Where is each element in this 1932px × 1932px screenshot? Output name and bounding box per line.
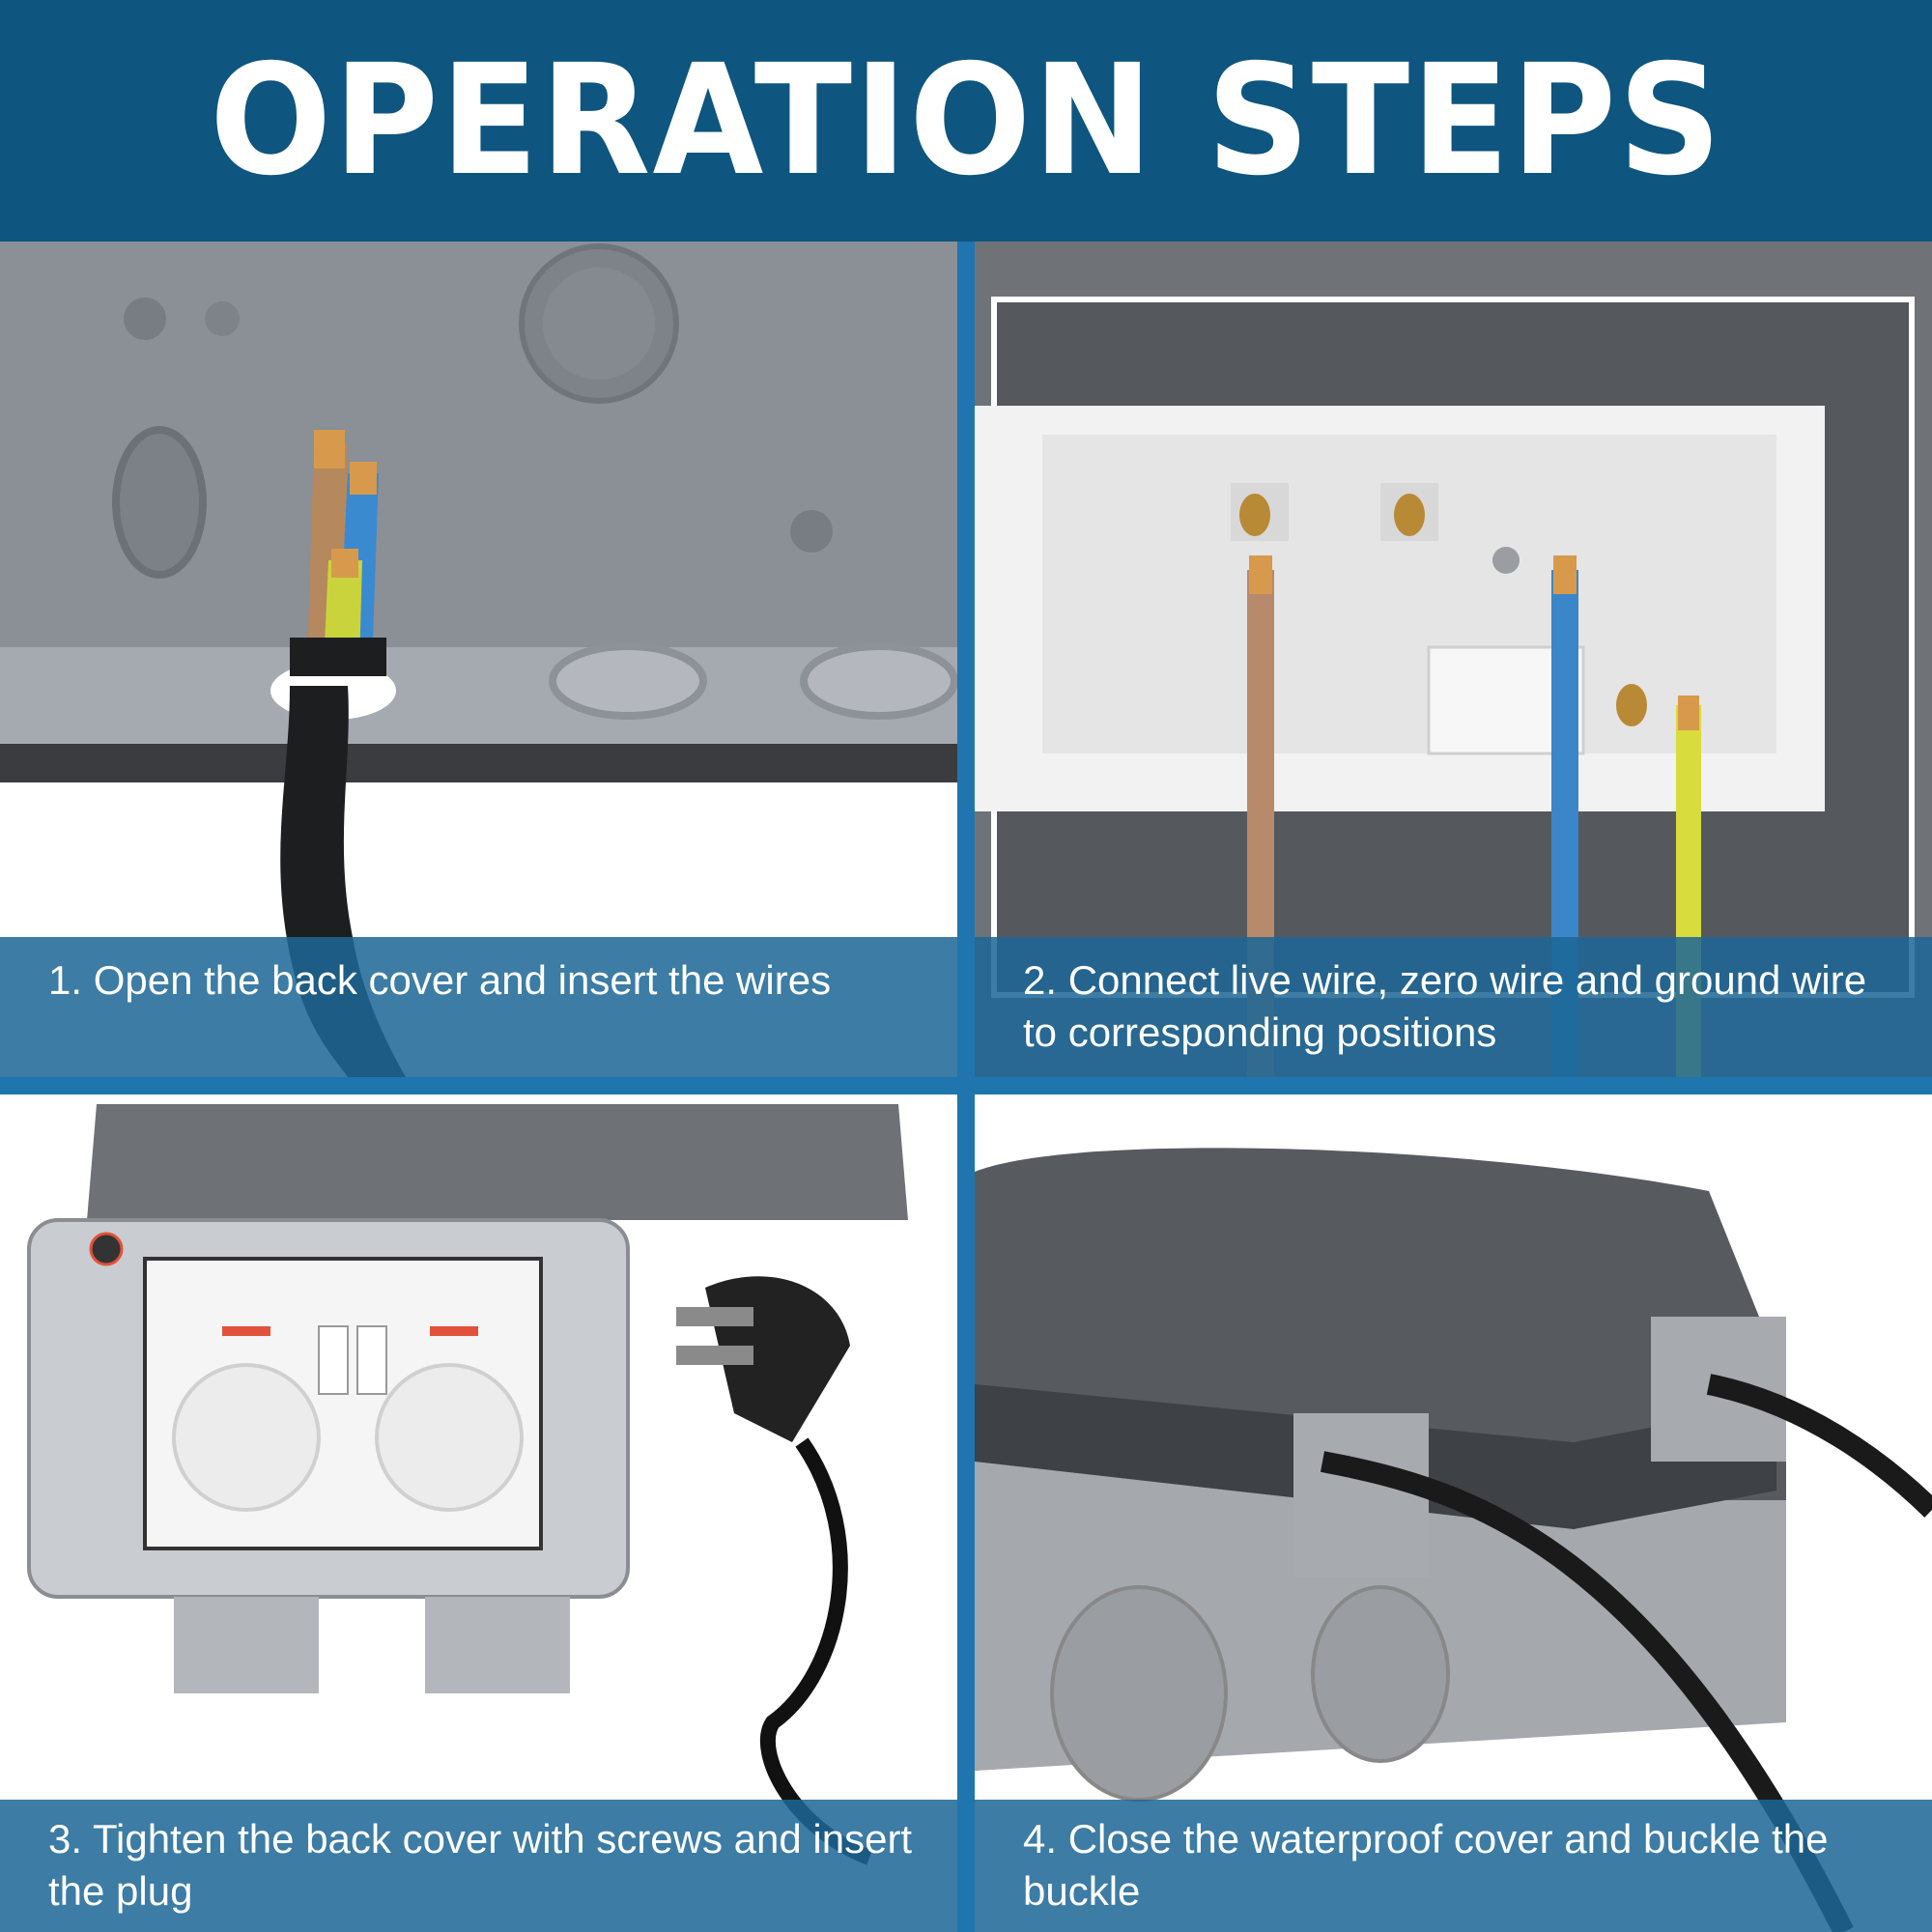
step-3-caption: 3. Tighten the back cover with screws an… bbox=[0, 1800, 957, 1932]
step-4-panel: 4. Close the waterproof cover and buckle… bbox=[975, 1094, 1932, 1932]
page-title: OPERATION STEPS bbox=[209, 32, 1723, 210]
closed-waterproof-cover-image bbox=[975, 1094, 1932, 1932]
step-1-caption: 1. Open the back cover and insert the wi… bbox=[0, 937, 957, 1077]
step-1-panel: 1. Open the back cover and insert the wi… bbox=[0, 242, 957, 1077]
step-3-panel: 3. Tighten the back cover with screws an… bbox=[0, 1094, 957, 1932]
mounted-socket-and-plug-image bbox=[0, 1094, 957, 1932]
step-2-panel: 2. Connect live wire, zero wire and grou… bbox=[975, 242, 1932, 1077]
header-banner: OPERATION STEPS bbox=[0, 0, 1932, 242]
step-2-caption: 2. Connect live wire, zero wire and grou… bbox=[975, 937, 1932, 1077]
step-4-caption: 4. Close the waterproof cover and buckle… bbox=[975, 1800, 1932, 1932]
